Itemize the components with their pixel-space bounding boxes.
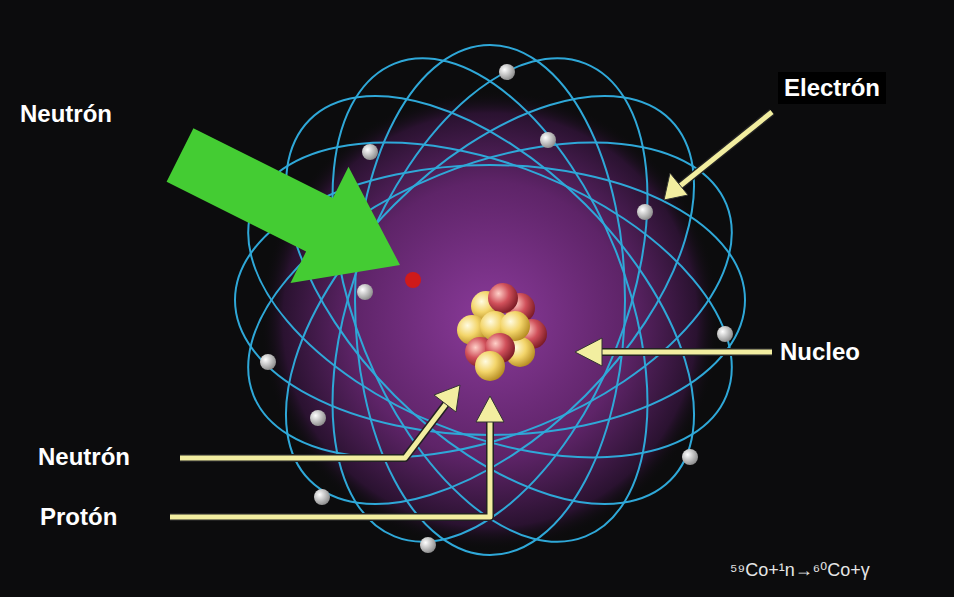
particle-label: Electrón: [778, 72, 886, 104]
leader-lines: [170, 112, 772, 517]
reaction-equation: ⁵⁹Co+¹n→⁶⁰Co+γ: [730, 560, 870, 581]
nucleon: [488, 283, 518, 313]
arrowhead: [575, 338, 602, 366]
incoming-neutron: [405, 272, 421, 288]
leader-outline: [598, 348, 772, 356]
arrowhead: [434, 385, 460, 412]
leader-outline: [180, 404, 446, 458]
electron: [362, 144, 378, 160]
leader-line: [680, 112, 772, 186]
leader-outline: [170, 418, 490, 517]
electron: [717, 326, 733, 342]
leader-heads: [434, 173, 688, 422]
leader-outlines: [170, 112, 772, 517]
leader-line: [598, 350, 772, 355]
electrons: [260, 64, 733, 553]
electron: [682, 449, 698, 465]
electron: [637, 204, 653, 220]
electron: [499, 64, 515, 80]
leader-outline: [680, 112, 772, 186]
arrowhead: [476, 396, 504, 422]
electron: [420, 537, 436, 553]
electron: [540, 132, 556, 148]
nucleon: [475, 351, 505, 381]
particle-label: Neutrón: [38, 443, 130, 471]
arrowhead: [664, 173, 688, 200]
leader-line: [180, 404, 446, 458]
electron: [260, 354, 276, 370]
electron: [357, 284, 373, 300]
nucleus: [457, 283, 547, 381]
leader-line: [170, 418, 490, 517]
electron: [314, 489, 330, 505]
electron: [310, 410, 326, 426]
particle-label: Neutrón: [20, 100, 112, 128]
part-label: Nucleo: [780, 338, 860, 366]
particle-label: Protón: [40, 503, 117, 531]
neutron-arrow: [167, 128, 400, 283]
